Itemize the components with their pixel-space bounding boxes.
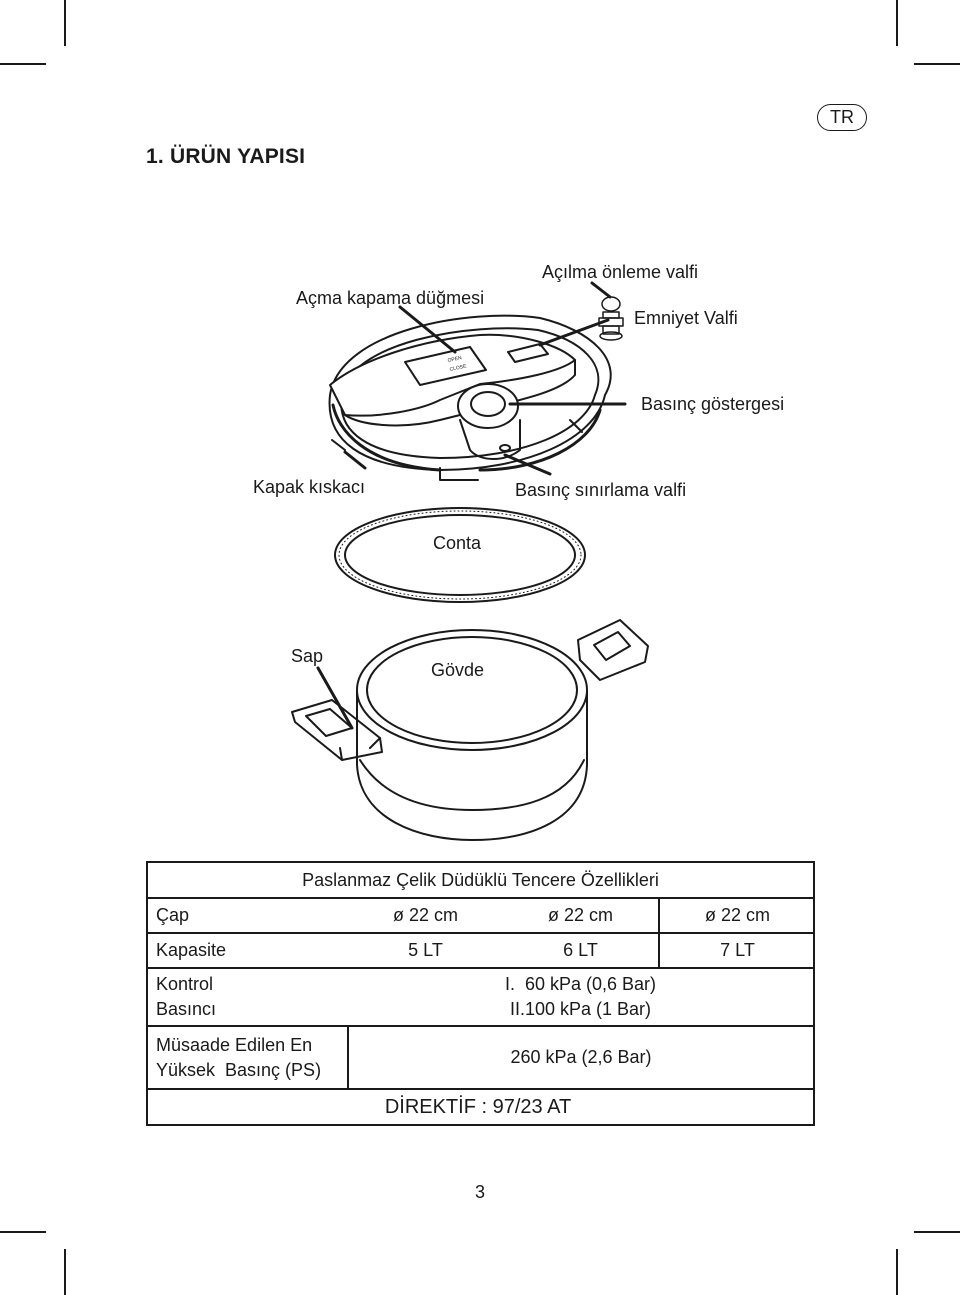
control-pressure-label-line2: Basıncı [156, 999, 217, 1019]
section-title: 1. ÜRÜN YAPISI [146, 145, 306, 168]
crop-mark [64, 0, 66, 46]
column-divider [347, 1027, 349, 1088]
label-gasket: Conta [433, 533, 482, 553]
max-pressure-value: 260 kPa (2,6 Bar) [510, 1047, 652, 1067]
lid-illustration: OPEN CLOSE [328, 314, 612, 481]
crop-mark [896, 0, 898, 46]
label-opening-button: Açma kapama düğmesi [296, 288, 485, 308]
max-pressure-label-line2: Yüksek Basınç (PS) [156, 1059, 322, 1080]
crop-mark [896, 1249, 898, 1295]
label-safety-valve: Emniyet Valfi [634, 308, 738, 328]
table-row-diameter: Çap ø 22 cm ø 22 cm ø 22 cm [148, 899, 813, 934]
table-row-capacity: Kapasite 5 LT 6 LT 7 LT [148, 934, 813, 969]
specifications-table: Paslanmaz Çelik Düdüklü Tencere Özellikl… [146, 861, 815, 1126]
label-pressure-indicator: Basınç göstergesi [641, 394, 785, 414]
control-pressure-value-line2: II.100 kPa (1 Bar) [509, 999, 652, 1019]
max-pressure-label: Müsaade Edilen En Yüksek Basınç (PS) [156, 1027, 348, 1088]
control-pressure-label: Kontrol Basıncı [156, 969, 346, 1025]
safety-valve-illustration [598, 296, 624, 341]
table-row-control-pressure: Kontrol Basıncı I. 60 kPa (0,6 Bar) II.1… [148, 969, 813, 1027]
crop-mark [0, 1231, 46, 1233]
capacity-value-1: 5 LT [408, 940, 443, 960]
diameter-label: Çap [156, 905, 190, 925]
control-pressure-label-line1: Kontrol [156, 974, 214, 994]
page-number: 3 [474, 1182, 485, 1202]
label-anti-opening-valve: Açılma önleme valfi [542, 262, 699, 282]
table-row-directive: DİREKTİF : 97/23 AT [148, 1090, 813, 1124]
label-body: Gövde [431, 660, 485, 680]
gasket-illustration [334, 507, 586, 603]
label-pressure-limit-valve: Basınç sınırlama valfi [515, 480, 687, 500]
diameter-value-1: ø 22 cm [392, 905, 458, 925]
label-handle: Sap [291, 646, 324, 666]
max-pressure-label-line1: Müsaade Edilen En [156, 1034, 313, 1055]
table-title-row: Paslanmaz Çelik Düdüklü Tencere Özellikl… [148, 863, 813, 899]
table-row-max-pressure: Müsaade Edilen En Yüksek Basınç (PS) 260… [148, 1027, 813, 1090]
control-pressure-value: I. 60 kPa (0,6 Bar) II.100 kPa (1 Bar) [348, 969, 813, 1025]
pressure-cooker-diagram: OPEN CLOSE [291, 281, 649, 841]
control-pressure-value-line1: I. 60 kPa (0,6 Bar) [504, 974, 657, 994]
label-lid-clamp: Kapak kıskacı [253, 477, 366, 497]
capacity-label: Kapasite [156, 940, 227, 960]
diameter-value-3: ø 22 cm [704, 905, 770, 925]
lid-open-text: OPEN [447, 355, 462, 364]
lid-close-text: CLOSE [449, 363, 467, 373]
crop-mark [914, 1231, 960, 1233]
column-divider [658, 899, 660, 932]
crop-mark [0, 63, 46, 65]
diameter-value-2: ø 22 cm [547, 905, 613, 925]
pot-body-illustration [291, 619, 649, 841]
capacity-value-2: 6 LT [563, 940, 598, 960]
crop-mark [914, 63, 960, 65]
language-badge: TR [817, 104, 867, 131]
capacity-value-3: 7 LT [720, 940, 755, 960]
crop-mark [64, 1249, 66, 1295]
leader-lines [316, 281, 627, 730]
directive-text: DİREKTİF : 97/23 AT [384, 1095, 572, 1118]
table-title: Paslanmaz Çelik Düdüklü Tencere Özellikl… [302, 869, 659, 890]
column-divider [658, 934, 660, 967]
